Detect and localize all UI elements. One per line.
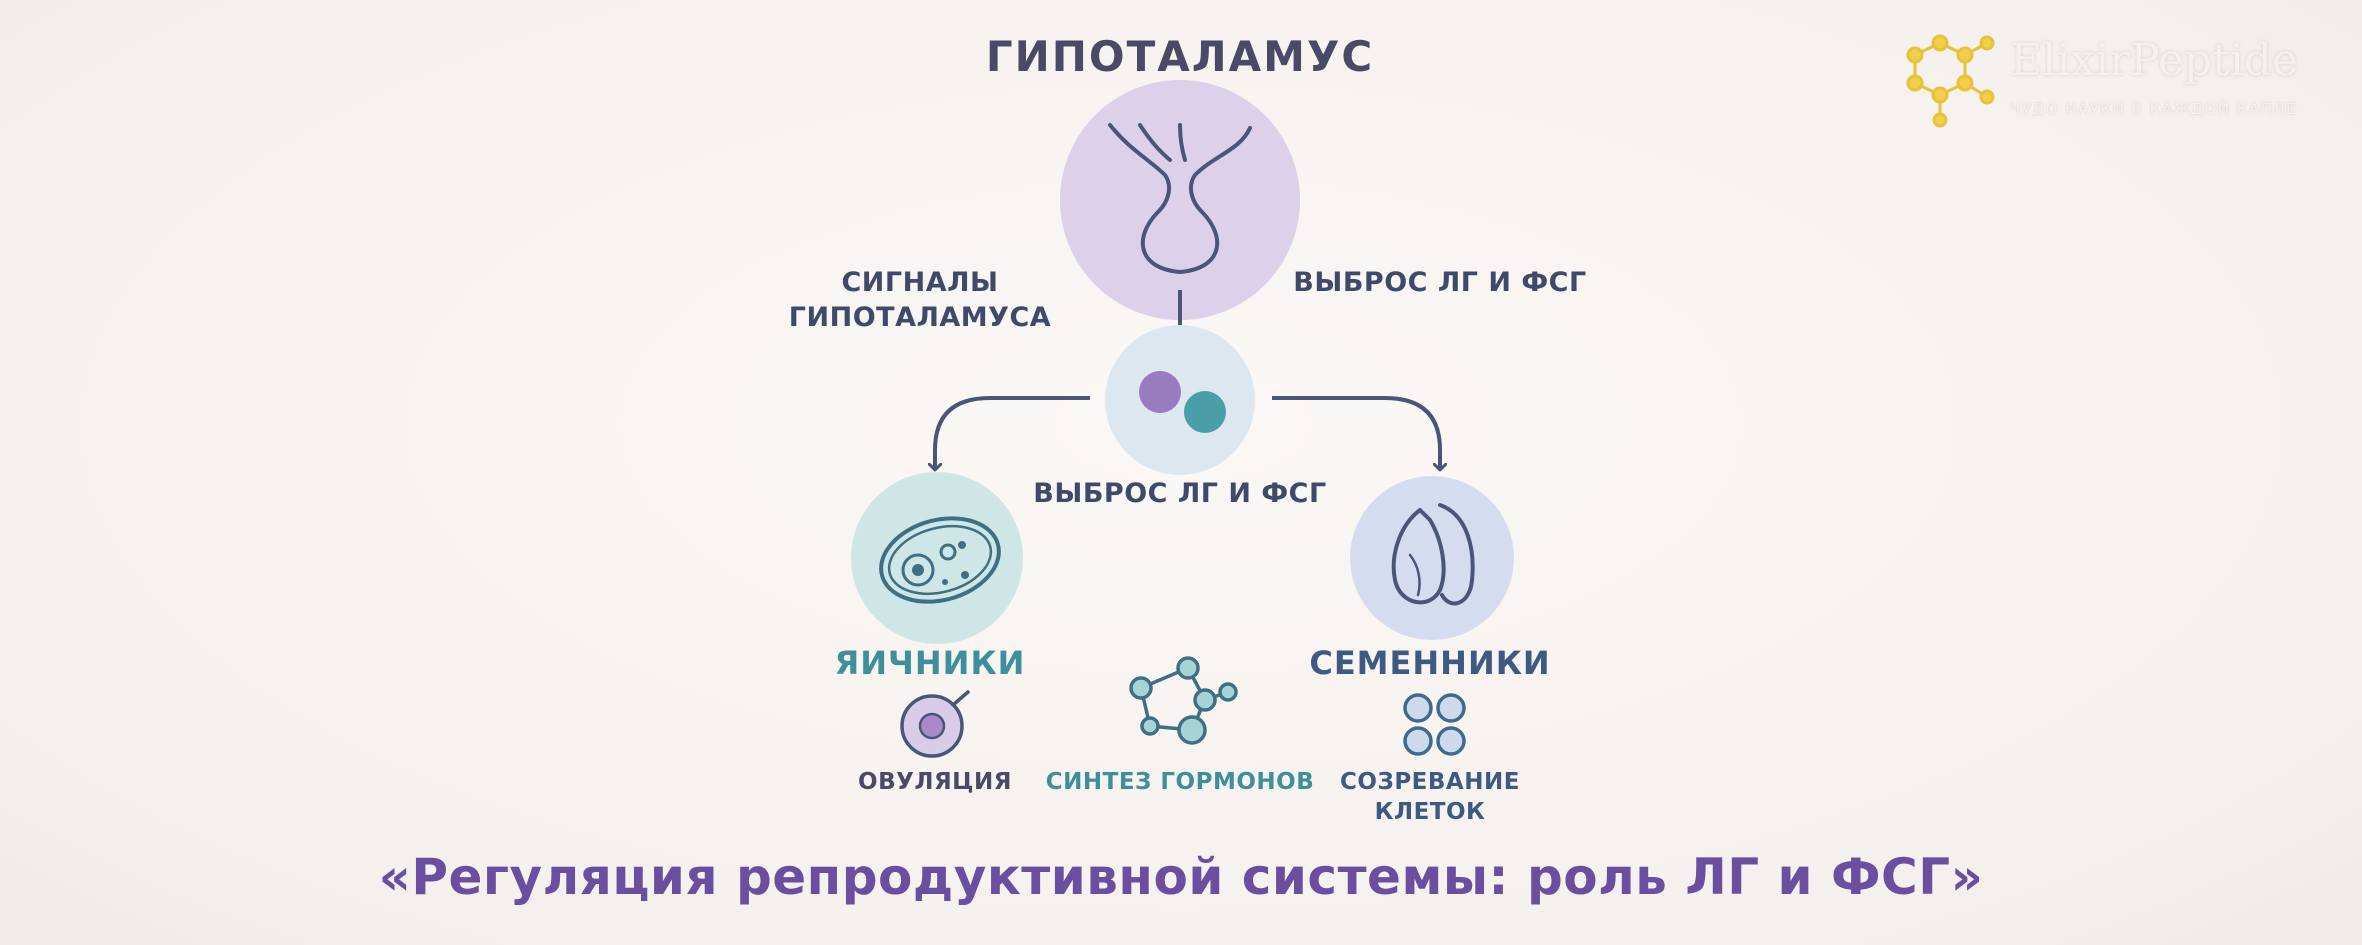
logo: ElixirPeptide ЧУДО НАУКИ В КАЖДОЙ КАПЛЕ — [1890, 20, 2340, 135]
ovaries-label: ЯИЧНИКИ — [834, 644, 1026, 682]
molecule-icon — [1129, 656, 1238, 745]
ovulation-label: ОВУЛЯЦИЯ — [858, 769, 1012, 795]
signals-label: СИГНАЛЫ ГИПОТАЛАМУСА — [788, 267, 1052, 334]
hormone-synthesis-label: СИНТЕЗ ГОРМОНОВ — [1045, 769, 1315, 795]
arrow-left — [935, 396, 1090, 470]
logo-molecule-icon — [1906, 34, 1995, 128]
cells-icon — [1403, 693, 1466, 756]
main-title: «Регуляция репродуктивной системы: роль … — [378, 848, 1984, 906]
arrow-right — [1272, 396, 1440, 470]
logo-name: ElixirPeptide — [2010, 35, 2298, 86]
hypothalamus-label: ГИПОТАЛАМУС — [985, 32, 1375, 81]
pituitary-icon — [1105, 325, 1255, 475]
logo-tagline: ЧУДО НАУКИ В КАЖДОЙ КАПЛЕ — [2010, 100, 2298, 118]
testes-label: СЕМЕННИКИ — [1309, 644, 1551, 682]
ovary-icon — [851, 472, 1023, 644]
testes-icon — [1350, 476, 1514, 640]
release-label-right: ВЫБРОС ЛГ И ФСГ — [1293, 267, 1587, 298]
release-label-center: ВЫБРОС ЛГ И ФСГ — [1033, 478, 1327, 509]
ovum-icon — [900, 690, 970, 758]
cell-maturation-label: СОЗРЕВАНИЕ КЛЕТОК — [1340, 769, 1520, 825]
hypothalamus-icon — [1060, 80, 1300, 320]
